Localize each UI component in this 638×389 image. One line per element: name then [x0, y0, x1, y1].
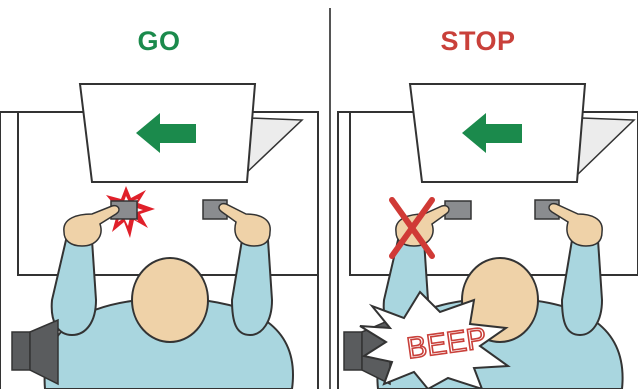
go-speaker-icon [12, 320, 58, 384]
go-panel [0, 84, 318, 389]
stop-panel: BEEP [338, 84, 638, 389]
go-head [132, 258, 208, 342]
